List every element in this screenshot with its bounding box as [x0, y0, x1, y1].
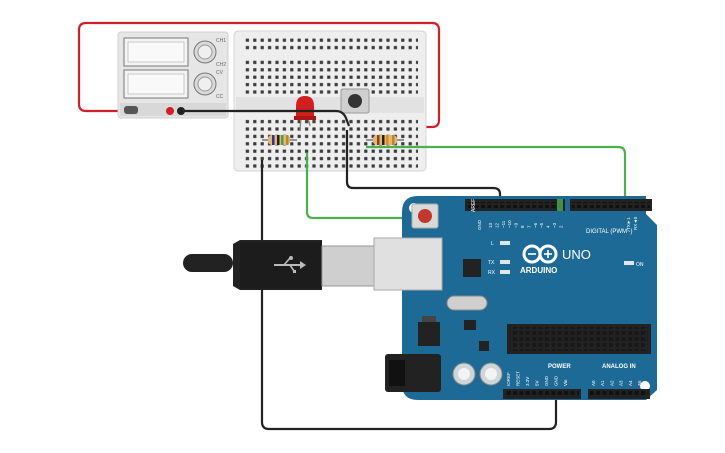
crystal — [446, 295, 488, 311]
resistor-2 — [366, 135, 404, 145]
pin-label: A2 — [609, 380, 614, 386]
led — [294, 96, 316, 131]
terminal-red — [166, 107, 174, 115]
pin-label: GND — [554, 375, 559, 386]
pin-label: A0 — [591, 380, 596, 386]
power-supply: CH1 CH2 CV CC — [117, 31, 229, 119]
knob1-label: CH1 — [216, 38, 226, 44]
pin-label: ~11 — [501, 220, 506, 228]
pin-label: GND — [477, 219, 482, 230]
l-label: L — [491, 241, 494, 247]
power-label: POWER — [548, 364, 571, 370]
pin-label: A1 — [600, 380, 605, 386]
pin-aref: AREF — [471, 199, 477, 212]
pin-label: A4 — [628, 380, 633, 386]
pin-label: IOREF — [506, 372, 511, 386]
tx-label: TX — [488, 260, 495, 266]
pin-label: GND — [544, 375, 549, 386]
pin-label: RESET — [516, 371, 521, 386]
pin-label: ~10 — [507, 220, 512, 228]
pin-label: 4 — [546, 225, 551, 228]
on-label: ON — [636, 262, 644, 268]
power-pin-labels: IOREF RESET 3.3V 5V GND GND Vin — [506, 371, 568, 386]
usb-chip — [463, 259, 481, 277]
arduino-logo — [522, 244, 558, 264]
pushbutton — [340, 88, 370, 114]
usb-icon — [274, 256, 306, 273]
breadboard — [233, 30, 427, 172]
pin-label: RX◄0 — [633, 216, 638, 230]
black-wire-power-gnd — [260, 160, 558, 431]
black-wire-gnd — [345, 130, 502, 205]
black-wire-supply — [181, 109, 351, 127]
usb-cable — [183, 237, 443, 291]
pin-label: 3.3V — [525, 377, 530, 386]
brand-label: ARDUINO — [520, 266, 557, 275]
terminal-1 — [124, 106, 138, 114]
pin-label: TX►1 — [626, 217, 631, 230]
knob2-label: CH2 — [216, 62, 226, 68]
pin-label: ~9 — [514, 222, 519, 228]
rx-label: RX — [488, 270, 496, 276]
pin-label: ~3 — [552, 222, 557, 228]
pin-label: ~5 — [539, 222, 544, 228]
digital-label: DIGITAL (PWM~) — [586, 229, 633, 235]
pin-label: 5V — [535, 380, 540, 386]
green-wire-button — [366, 145, 627, 206]
red-wire — [77, 21, 441, 129]
pin-label: Vin — [563, 379, 568, 386]
analog-pin-labels: A0 A1 A2 A3 A4 A5 — [591, 380, 642, 386]
knob3-label: CV — [216, 70, 224, 76]
pin-label: 7 — [526, 225, 531, 228]
regulator — [418, 322, 440, 346]
pin-label: 12 — [494, 222, 499, 228]
pin-label: 2 — [558, 225, 563, 228]
pin-label: 13 — [488, 222, 493, 228]
pin-label: A3 — [619, 380, 624, 386]
knob4-label: CC — [216, 94, 224, 100]
pin-label: ~6 — [533, 222, 538, 228]
model-label: UNO — [562, 247, 591, 262]
resistor-1 — [262, 135, 297, 145]
analog-label: ANALOG IN — [602, 364, 636, 370]
pin-label: A5 — [637, 380, 642, 386]
pin-label: 8 — [520, 225, 525, 228]
arduino-uno: DIGITAL (PWM~) AREF UNO ARDUINO L TX RX … — [385, 196, 657, 400]
